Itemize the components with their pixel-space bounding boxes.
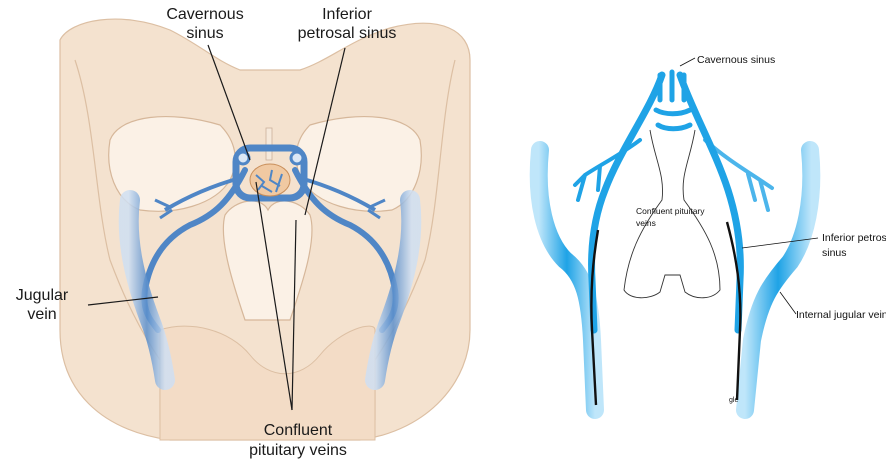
leader-r-internal-jugular <box>780 292 796 314</box>
left-illustration <box>60 19 470 440</box>
label-r-confluent-1: Confluent pituitary <box>636 206 705 216</box>
label-r-small-mark: gle <box>729 397 738 404</box>
label-r-inferior-petrosal-2: sinus <box>822 247 847 259</box>
pituitary-stalk <box>266 128 272 160</box>
right-lateral-branch <box>705 140 772 210</box>
label-jugular-2: vein <box>27 306 56 323</box>
label-cavernous-sinus-2: sinus <box>186 25 223 42</box>
right-internal-jugular <box>745 150 811 410</box>
label-r-confluent-2: veins <box>636 218 656 228</box>
right-venogram <box>539 72 812 410</box>
left-petrosal-sinus <box>592 75 662 330</box>
label-r-inferior-petrosal-1: Inferior petrosa <box>822 232 886 244</box>
label-confluent-1: Confluent <box>264 422 333 439</box>
right-cavernous-node <box>291 152 303 164</box>
right-petrosal-sinus <box>680 75 740 330</box>
label-r-cavernous-sinus: Cavernous sinus <box>697 54 775 66</box>
leader-r-cavernous <box>680 58 695 66</box>
cavernous-plexus <box>656 72 690 129</box>
right-leader-lines <box>680 58 818 314</box>
left-internal-jugular <box>539 150 595 410</box>
label-jugular-1: Jugular <box>16 287 69 304</box>
label-confluent-2: pituitary veins <box>249 442 347 459</box>
label-inferior-petrosal-1: Inferior <box>322 6 372 23</box>
label-cavernous-sinus-1: Cavernous <box>166 6 243 23</box>
label-r-internal-jugular: Internal jugular vein <box>796 309 886 321</box>
label-inferior-petrosal-2: petrosal sinus <box>298 25 397 42</box>
